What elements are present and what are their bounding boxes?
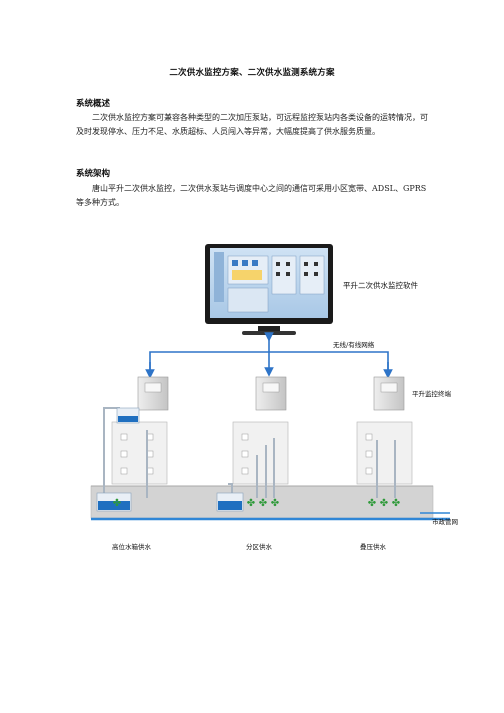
pump-icon: ✤ ✤ ✤ ✤ ✤ ✤ ✤ <box>113 498 400 509</box>
svg-text:✤: ✤ <box>380 498 388 509</box>
zone-label: 高位水箱供水 <box>112 542 152 551</box>
roof-tank-icon <box>116 407 140 424</box>
monitor-icon <box>205 244 333 335</box>
buildings <box>111 421 413 485</box>
municipal-pipe-icon <box>91 512 450 521</box>
section-body-architecture: 唐山平升二次供水监控，二次供水泵站与调度中心之间的通信可采用小区宽带、ADSL、… <box>76 184 427 207</box>
svg-text:✤: ✤ <box>259 498 267 509</box>
section-body-overview: 二次供水监控方案可兼容各种类型的二次加压泵站，可远程监控泵站内各类设备的运转情况… <box>76 113 428 136</box>
terminal-cabinet-icon <box>137 376 405 411</box>
svg-text:✤: ✤ <box>113 498 121 509</box>
network-links <box>145 332 393 379</box>
water-pipes <box>103 407 396 500</box>
terminal-label: 平升监控终端 <box>412 389 452 398</box>
section-heading-overview: 系统概述 <box>76 99 111 109</box>
pump-room-ground <box>90 485 434 519</box>
document-title: 二次供水监控方案、二次供水监测系统方案 <box>169 68 335 78</box>
svg-text:✤: ✤ <box>271 498 279 509</box>
section-heading-architecture: 系统架构 <box>76 169 111 179</box>
zone-label: 分区供水 <box>246 542 273 551</box>
svg-text:✤: ✤ <box>247 498 255 509</box>
municipal-label: 市政管网 <box>432 517 458 526</box>
zone-label: 叠压供水 <box>360 542 387 551</box>
svg-text:✤: ✤ <box>392 498 400 509</box>
software-label: 平升二次供水监控软件 <box>343 280 418 290</box>
svg-text:✤: ✤ <box>368 498 376 509</box>
network-label: 无线/有线网络 <box>333 340 375 349</box>
water-tank-icon <box>96 492 244 512</box>
